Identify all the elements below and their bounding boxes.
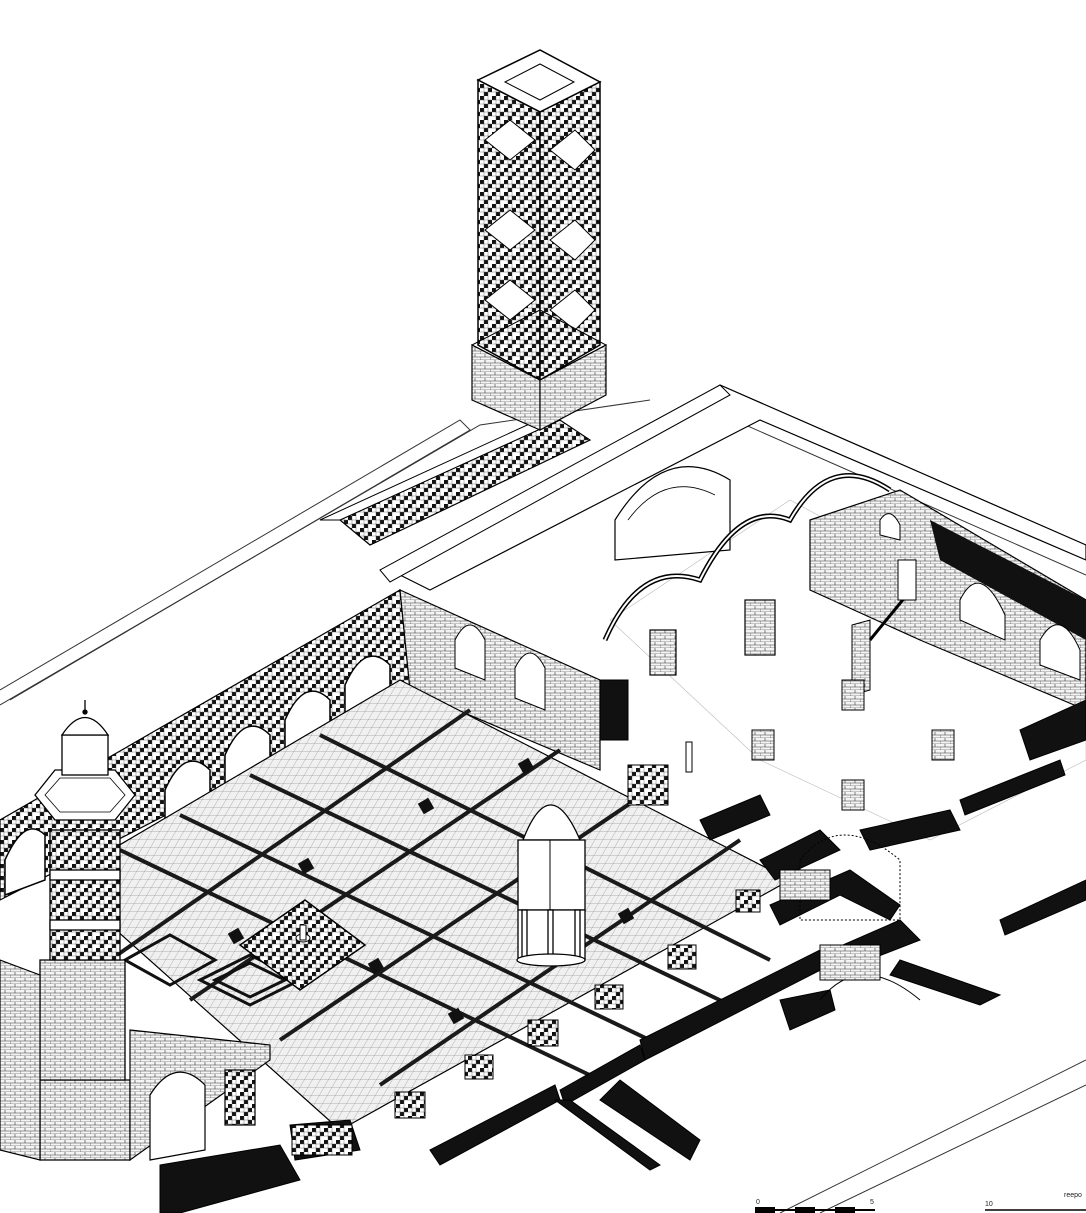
south-east-foundations xyxy=(159,699,1086,1213)
south-east-domed-rooms xyxy=(779,834,921,1001)
scale-tick-start: 0 xyxy=(756,1199,760,1206)
octagonal-minaret xyxy=(34,700,136,1161)
courtyard-piers xyxy=(291,679,761,1156)
prayer-hall-roof xyxy=(379,384,1086,591)
scale-corner-label: reepo xyxy=(1064,1192,1082,1199)
square-minaret xyxy=(470,49,608,431)
prayer-hall-piers xyxy=(685,679,955,811)
scale-bar: 0 5 10 reepo xyxy=(755,1192,1086,1213)
north-wall xyxy=(319,409,592,546)
scale-tick-end: 10 xyxy=(985,1201,993,1208)
prayer-hall-domes xyxy=(602,466,892,676)
scale-tick-mid: 5 xyxy=(870,1199,874,1206)
south-west-wall xyxy=(0,959,271,1162)
fountain-pavilion xyxy=(516,804,586,967)
minbar xyxy=(851,559,917,696)
courtyard-paving xyxy=(58,679,792,1131)
qibla-wall xyxy=(809,489,1086,711)
courtyard-east-wall xyxy=(399,589,601,771)
courtyard-pool xyxy=(238,899,367,991)
